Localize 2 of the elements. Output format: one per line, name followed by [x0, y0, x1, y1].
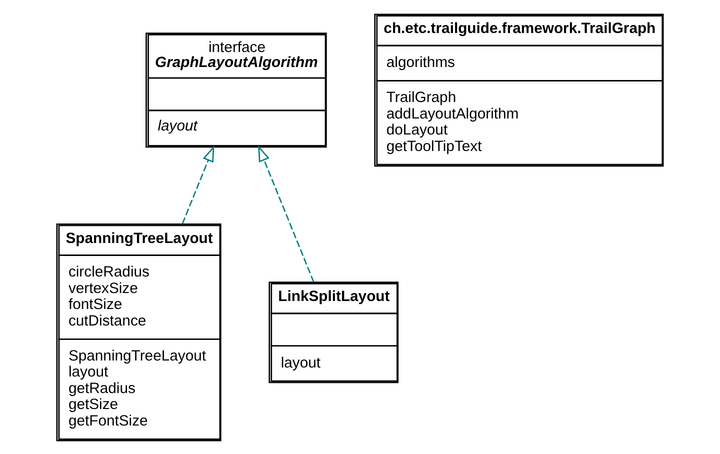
arrow: [182, 145, 214, 224]
arrow: [258, 144, 314, 282]
